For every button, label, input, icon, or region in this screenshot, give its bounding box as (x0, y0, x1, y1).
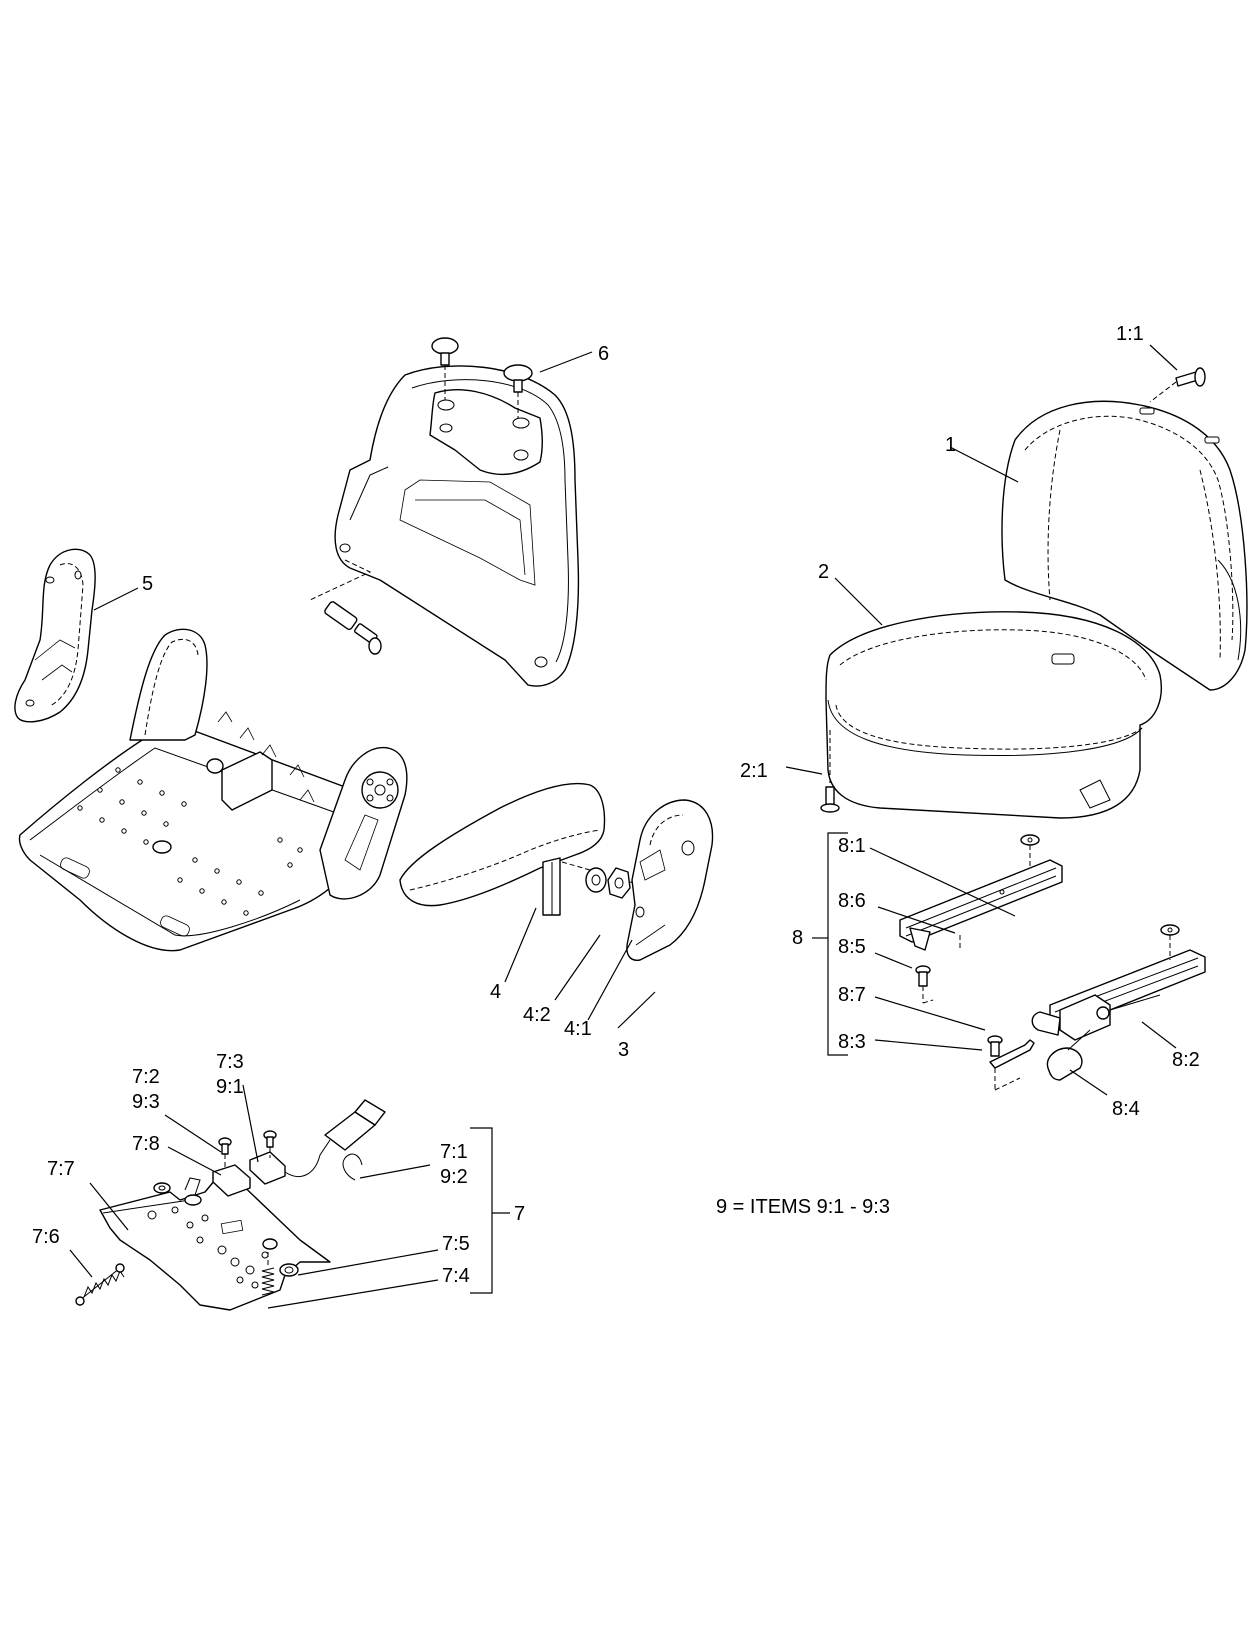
items-note: 9 = ITEMS 9:1 - 9:3 (716, 1196, 890, 1218)
label-6: 6 (598, 343, 609, 365)
label-8-6: 8:6 (838, 890, 866, 912)
seat-back-cushion (1001, 400, 1248, 691)
label-4-1: 4:1 (564, 1018, 592, 1040)
switch-mounting-plate (99, 1177, 331, 1311)
label-8: 8 (792, 927, 803, 949)
seat-back-frame (309, 337, 580, 687)
label-9-1: 9:1 (216, 1076, 244, 1098)
armrest-pivot-bracket (626, 799, 714, 961)
label-8-2: 8:2 (1172, 1049, 1200, 1071)
label-9-2: 9:2 (440, 1166, 468, 1188)
label-7-2: 7:2 (132, 1066, 160, 1088)
label-9-3: 9:3 (132, 1091, 160, 1113)
armrest (399, 782, 646, 916)
label-5: 5 (142, 573, 153, 595)
side-panel (14, 548, 96, 723)
label-3: 3 (618, 1039, 629, 1061)
seat-back-screw (1149, 367, 1206, 403)
label-8-7: 8:7 (838, 984, 866, 1006)
label-4: 4 (490, 981, 501, 1003)
label-7-8: 7:8 (132, 1133, 160, 1155)
label-8-5: 8:5 (838, 936, 866, 958)
seat-pan-holes (77, 767, 303, 916)
seat-bottom-cushion (825, 611, 1162, 819)
slide-rail-lower (1031, 924, 1206, 1081)
label-7-1: 7:1 (440, 1141, 468, 1163)
compression-spring (261, 1250, 299, 1296)
label-7-6: 7:6 (32, 1226, 60, 1248)
leader-lines (69, 344, 1178, 1309)
label-2-1: 2:1 (740, 760, 768, 782)
seat-bottom-bolt (820, 730, 840, 813)
seat-pan (18, 628, 408, 952)
label-7: 7 (514, 1203, 525, 1225)
label-4-2: 4:2 (523, 1004, 551, 1026)
label-7-5: 7:5 (442, 1233, 470, 1255)
label-1: 1 (945, 434, 956, 456)
label-7-4: 7:4 (442, 1265, 470, 1287)
callout-labels: 1:1 1 2 2:1 6 5 4 4:2 4:1 3 8:1 8:6 8 8:… (32, 323, 1200, 1287)
label-8-1: 8:1 (838, 835, 866, 857)
slide-rail-hardware (915, 965, 1035, 1091)
seat-switch (212, 1099, 386, 1197)
label-8-4: 8:4 (1112, 1098, 1140, 1120)
label-7-7: 7:7 (47, 1158, 75, 1180)
label-1-1: 1:1 (1116, 323, 1144, 345)
label-8-3: 8:3 (838, 1031, 866, 1053)
label-7-3: 7:3 (216, 1051, 244, 1073)
plate-spring (75, 1263, 125, 1306)
label-2: 2 (818, 561, 829, 583)
slide-rail-upper (899, 834, 1063, 951)
